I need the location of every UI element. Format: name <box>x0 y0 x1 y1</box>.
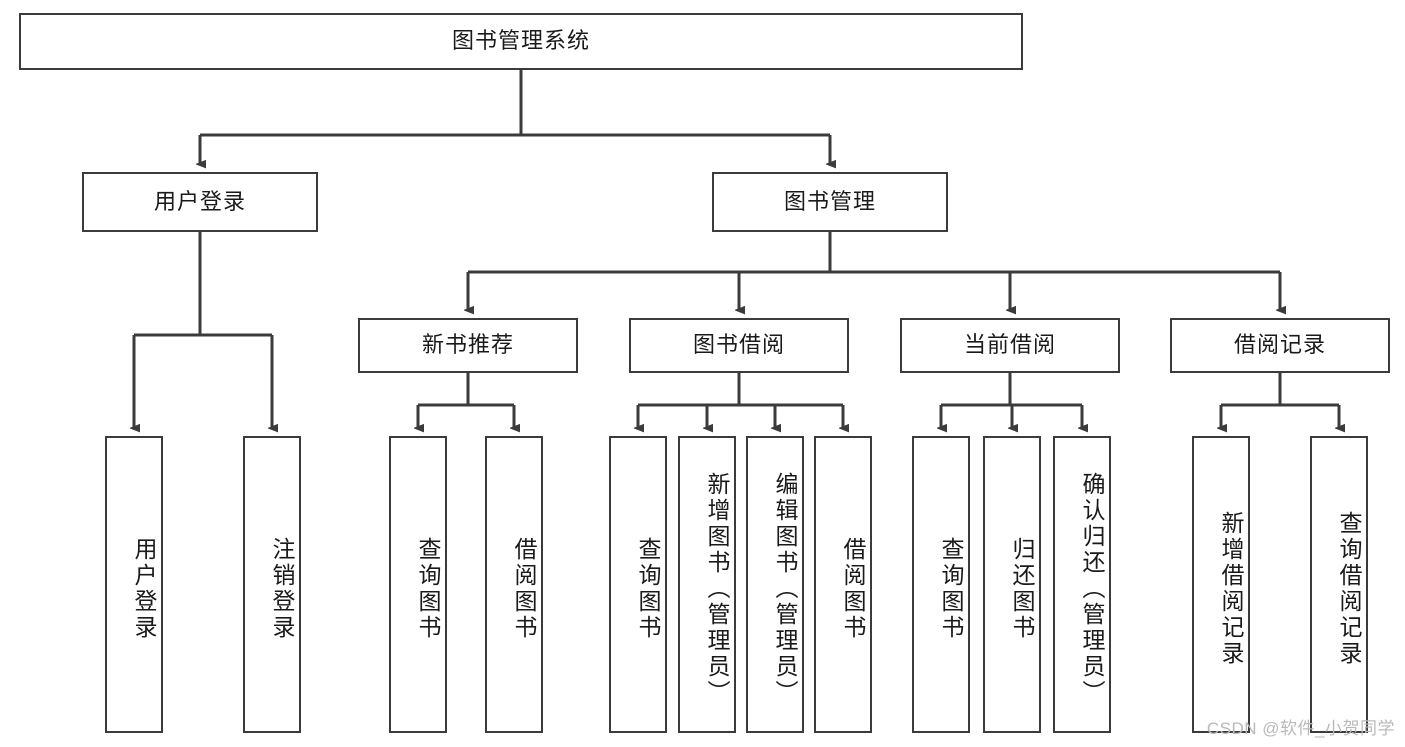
node-leaf-user-login-label: 用户登录 <box>131 536 157 641</box>
node-root[interactable]: 图书管理系统 <box>19 13 1023 70</box>
node-book-borrow-label: 图书借阅 <box>692 332 785 358</box>
node-leaf-borrow-book-recommend[interactable]: 借阅图书 <box>485 436 543 733</box>
node-leaf-confirm-return-admin[interactable]: 确认归还（管理员） <box>1053 436 1111 733</box>
node-new-book-recommend[interactable]: 新书推荐 <box>358 318 578 373</box>
book-management-connectors <box>468 232 1280 310</box>
node-borrow-record[interactable]: 借阅记录 <box>1170 318 1390 373</box>
new-book-recommend-connectors <box>418 373 514 428</box>
node-current-borrow-label: 当前借阅 <box>963 332 1056 358</box>
node-leaf-query-borrow-record-label: 查询借阅记录 <box>1336 510 1362 667</box>
node-book-management-label: 图书管理 <box>783 188 876 214</box>
node-leaf-borrow-book-recommend-label: 借阅图书 <box>511 536 537 641</box>
node-leaf-query-book-borrow-label: 查询图书 <box>635 536 661 641</box>
node-user-login-label: 用户登录 <box>153 188 246 214</box>
node-borrow-record-label: 借阅记录 <box>1233 332 1326 358</box>
node-leaf-query-book-current[interactable]: 查询图书 <box>912 436 970 733</box>
node-leaf-edit-book-admin[interactable]: 编辑图书（管理员） <box>746 436 804 733</box>
node-leaf-query-book-borrow[interactable]: 查询图书 <box>609 436 667 733</box>
node-leaf-confirm-return-admin-label: 确认归还（管理员） <box>1079 471 1105 706</box>
watermark-text: CSDN @软件_小贺同学 <box>1206 719 1395 738</box>
node-new-book-recommend-label: 新书推荐 <box>421 332 514 358</box>
node-leaf-query-book-recommend[interactable]: 查询图书 <box>389 436 447 733</box>
node-leaf-logout[interactable]: 注销登录 <box>243 436 301 733</box>
user-login-connectors <box>134 232 272 428</box>
node-leaf-edit-book-admin-label: 编辑图书（管理员） <box>772 471 798 706</box>
node-leaf-query-borrow-record[interactable]: 查询借阅记录 <box>1310 436 1368 733</box>
node-book-management[interactable]: 图书管理 <box>712 172 948 232</box>
node-leaf-add-borrow-record-label: 新增借阅记录 <box>1218 510 1244 667</box>
borrow-record-connectors <box>1221 373 1339 428</box>
node-root-label: 图书管理系统 <box>451 28 590 54</box>
node-leaf-return-book[interactable]: 归还图书 <box>983 436 1041 733</box>
node-leaf-add-borrow-record[interactable]: 新增借阅记录 <box>1192 436 1250 733</box>
node-leaf-add-book-admin-label: 新增图书（管理员） <box>704 471 730 706</box>
node-user-login[interactable]: 用户登录 <box>82 172 318 232</box>
node-leaf-logout-label: 注销登录 <box>269 536 295 641</box>
node-leaf-borrow-book[interactable]: 借阅图书 <box>814 436 872 733</box>
node-book-borrow[interactable]: 图书借阅 <box>629 318 849 373</box>
node-current-borrow[interactable]: 当前借阅 <box>900 318 1120 373</box>
current-borrow-connectors <box>941 373 1082 428</box>
node-leaf-query-book-current-label: 查询图书 <box>938 536 964 641</box>
node-leaf-borrow-book-label: 借阅图书 <box>840 536 866 641</box>
node-leaf-return-book-label: 归还图书 <box>1009 536 1035 641</box>
node-leaf-query-book-recommend-label: 查询图书 <box>415 536 441 641</box>
node-leaf-user-login[interactable]: 用户登录 <box>105 436 163 733</box>
node-leaf-add-book-admin[interactable]: 新增图书（管理员） <box>678 436 736 733</box>
book-borrow-connectors <box>638 373 843 428</box>
root-connectors <box>200 70 830 164</box>
